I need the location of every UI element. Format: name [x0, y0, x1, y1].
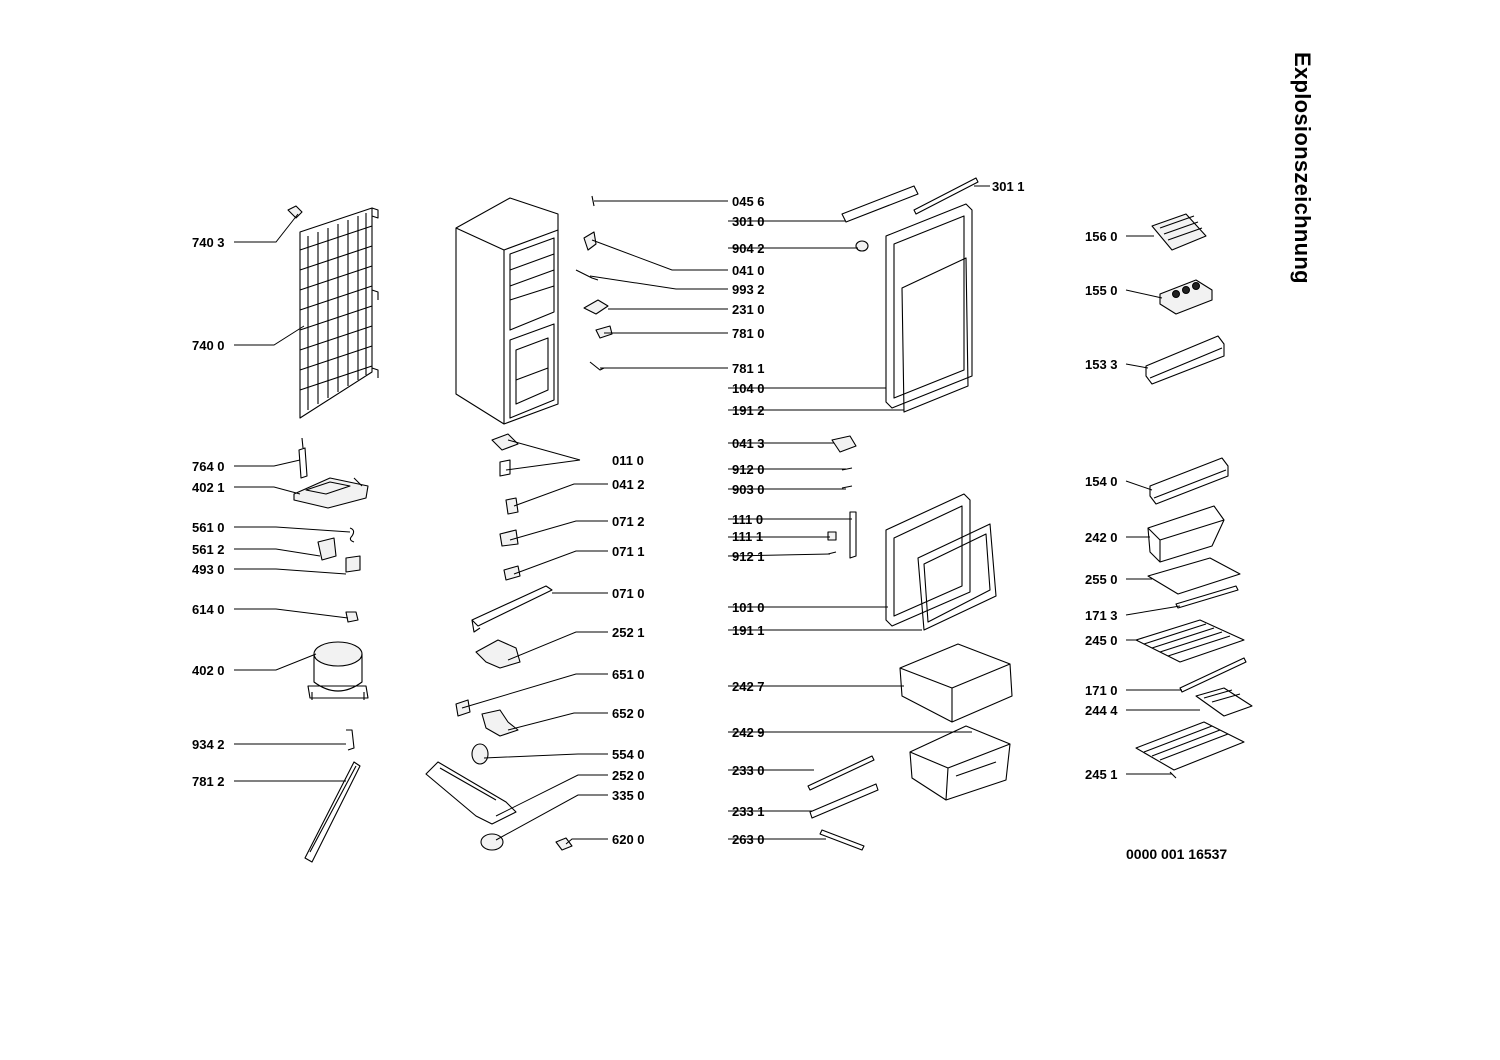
upper-door-illustration — [841, 177, 979, 413]
drawer-illustrations — [807, 643, 1013, 851]
part-number-912-1: 912 1 — [732, 549, 765, 564]
part-number-554-0: 554 0 — [612, 747, 645, 762]
part-number-242-7: 242 7 — [732, 679, 765, 694]
part-number-903-0: 903 0 — [732, 482, 765, 497]
part-labels: 740 3 740 0 764 0 402 1 561 0 561 2 493 0 614 0… — [192, 179, 1118, 847]
middle-hinge-parts — [491, 433, 521, 581]
part-number-041-0: 041 0 — [732, 263, 765, 278]
part-number-244-4: 244 4 — [1085, 703, 1118, 718]
part-number-191-1: 191 1 — [732, 623, 765, 638]
part-number-614-0: 614 0 — [192, 602, 225, 617]
part-number-651-0: 651 0 — [612, 667, 645, 682]
document-number: 0000 001 16537 — [1126, 846, 1228, 862]
part-number-231-0: 231 0 — [732, 302, 765, 317]
part-number-191-2: 191 2 — [732, 403, 765, 418]
small-parts-left — [317, 527, 361, 623]
part-number-263-0: 263 0 — [732, 832, 765, 847]
part-number-993-2: 993 2 — [732, 282, 765, 297]
part-number-071-1: 071 1 — [612, 544, 645, 559]
drawing-title: Explosionszeichnung — [1290, 52, 1315, 284]
part-number-781-1: 781 1 — [732, 361, 765, 376]
part-number-402-0: 402 0 — [192, 663, 225, 678]
switch-parts-illustration — [425, 699, 573, 851]
lower-door-illustration — [885, 493, 997, 631]
top-trim-parts — [575, 195, 613, 371]
part-number-934-2: 934 2 — [192, 737, 225, 752]
part-number-245-0: 245 0 — [1085, 633, 1118, 648]
part-number-740-3: 740 3 — [192, 235, 225, 250]
part-number-071-0: 071 0 — [612, 586, 645, 601]
part-number-335-0: 335 0 — [612, 788, 645, 803]
part-number-245-1: 245 1 — [1085, 767, 1118, 782]
part-number-104-0: 104 0 — [732, 381, 765, 396]
lower-door-parts — [827, 435, 857, 559]
relay-box-illustration — [293, 477, 369, 509]
part-number-233-1: 233 1 — [732, 804, 765, 819]
part-number-620-0: 620 0 — [612, 832, 645, 847]
part-number-011-0: 011 0 — [612, 453, 644, 468]
part-number-041-3: 041 3 — [732, 436, 765, 451]
part-number-111-1: 111 1 — [732, 529, 763, 544]
part-number-111-0: 111 0 — [732, 512, 763, 527]
right-accessories-illustrations — [1135, 213, 1253, 779]
part-number-402-1: 402 1 — [192, 480, 225, 495]
part-number-242-9: 242 9 — [732, 725, 765, 740]
part-number-155-0: 155 0 — [1085, 283, 1118, 298]
part-number-652-0: 652 0 — [612, 706, 645, 721]
part-number-153-3: 153 3 — [1085, 357, 1118, 372]
part-number-171-0: 171 0 — [1085, 683, 1118, 698]
part-number-912-0: 912 0 — [732, 462, 765, 477]
part-number-781-2: 781 2 — [192, 774, 225, 789]
part-number-301-1: 301 1 — [992, 179, 1025, 194]
part-number-781-0: 781 0 — [732, 326, 765, 341]
bracket-strip-illustration — [304, 729, 361, 863]
part-number-171-3: 171 3 — [1085, 608, 1118, 623]
compressor-illustration — [307, 641, 369, 700]
part-number-904-2: 904 2 — [732, 241, 765, 256]
part-number-561-2: 561 2 — [192, 542, 225, 557]
part-number-252-1: 252 1 — [612, 625, 645, 640]
part-number-045-6: 045 6 — [732, 194, 765, 209]
part-number-233-0: 233 0 — [732, 763, 765, 778]
drier-illustration — [298, 437, 308, 479]
part-number-101-0: 101 0 — [732, 600, 765, 615]
part-number-740-0: 740 0 — [192, 338, 225, 353]
condenser-illustration — [287, 205, 379, 419]
part-number-255-0: 255 0 — [1085, 572, 1118, 587]
cabinet-illustration — [455, 197, 559, 425]
part-number-301-0: 301 0 — [732, 214, 765, 229]
part-number-041-2: 041 2 — [612, 477, 645, 492]
part-number-561-0: 561 0 — [192, 520, 225, 535]
part-number-764-0: 764 0 — [192, 459, 225, 474]
part-number-242-0: 242 0 — [1085, 530, 1118, 545]
thermostat-rail-illustration — [471, 585, 553, 669]
part-number-154-0: 154 0 — [1085, 474, 1118, 489]
part-number-071-2: 071 2 — [612, 514, 645, 529]
leader-lines — [234, 185, 1200, 845]
part-number-493-0: 493 0 — [192, 562, 225, 577]
part-number-156-0: 156 0 — [1085, 229, 1118, 244]
part-number-252-0: 252 0 — [612, 768, 645, 783]
